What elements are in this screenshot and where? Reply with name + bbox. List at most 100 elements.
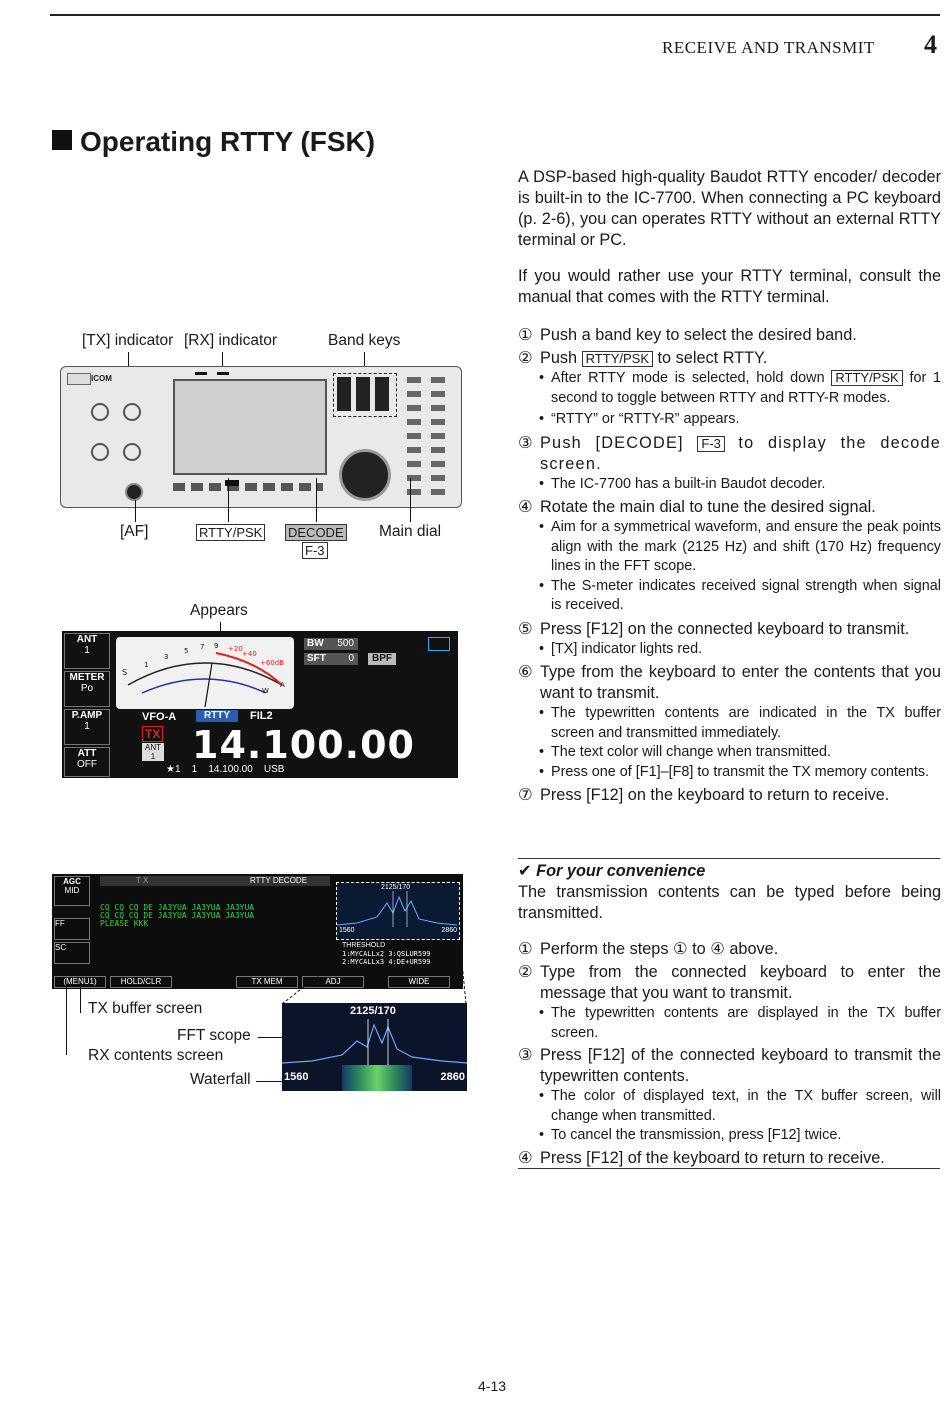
convenience-top-rule bbox=[518, 858, 940, 859]
meter-mark: 7 bbox=[200, 643, 204, 651]
rx-contents-text: CQ CQ CQ DE JA3YUA JA3YUA JA3YUA CQ CQ C… bbox=[100, 903, 255, 928]
leader-line bbox=[258, 1037, 282, 1038]
waterfall-label: Waterfall bbox=[190, 1071, 251, 1088]
step-4-bullet: •Aim for a symmetrical waveform, and ens… bbox=[539, 519, 941, 574]
leader-line bbox=[222, 352, 223, 372]
rtty-psk-key: RTTY/PSK bbox=[581, 351, 653, 367]
zoom-connector bbox=[282, 961, 467, 1005]
knob bbox=[91, 443, 109, 461]
meter-mark: +40 bbox=[242, 650, 257, 658]
convenience-heading: ✔ For your convenience bbox=[518, 862, 706, 880]
waterfall-low: 1560 bbox=[284, 1071, 309, 1083]
step-6-bullet: •Press one of [F1]–[F8] to transmit the … bbox=[539, 763, 930, 780]
rx-contents-label: RX contents screen bbox=[88, 1047, 224, 1064]
convenience-intro: The transmission contents can be typed b… bbox=[518, 883, 941, 922]
decode-label: DECODE bbox=[285, 524, 347, 541]
knob bbox=[123, 443, 141, 461]
knob bbox=[91, 403, 109, 421]
leader-line bbox=[228, 478, 229, 522]
sub-readout: ★1 1 14.100.00 USB bbox=[166, 764, 285, 775]
leader-line bbox=[316, 478, 317, 522]
meter-mark: A bbox=[280, 681, 285, 689]
step-2-bullet: •“RTTY” or “RTTY-R” appears. bbox=[539, 411, 740, 427]
square-bullet-icon bbox=[52, 130, 72, 150]
side-button: FF bbox=[54, 918, 90, 940]
af-knob bbox=[125, 483, 143, 501]
leader-line bbox=[66, 985, 67, 1055]
leader-line bbox=[410, 478, 411, 522]
page-title-text: Operating RTTY (FSK) bbox=[80, 126, 376, 157]
vfo-label: VFO-A bbox=[142, 711, 177, 723]
page-title: Operating RTTY (FSK) bbox=[52, 126, 375, 158]
right-button-column bbox=[431, 377, 445, 497]
side-button: SC bbox=[54, 942, 90, 964]
radio-front-panel: ICOM bbox=[60, 366, 462, 508]
radio-lcd-screen bbox=[173, 379, 327, 475]
tx-indicator-display: TX bbox=[142, 726, 164, 742]
meter-mark: 1 bbox=[144, 661, 148, 669]
convenience-bottom-rule bbox=[518, 1168, 940, 1169]
rtty-psk-label: RTTY/PSK bbox=[196, 524, 266, 541]
meter-mark: +60dB bbox=[260, 659, 284, 667]
power-button bbox=[67, 373, 91, 385]
band-keys-label: Band keys bbox=[328, 332, 401, 349]
step-2-bullet: •After RTTY mode is selected, hold down … bbox=[539, 370, 942, 406]
leader-line bbox=[128, 352, 129, 372]
intro-paragraph: If you would rather use your RTTY termin… bbox=[518, 267, 941, 306]
meter-scale: S 1 3 5 7 9 +20 +40 +60dB W A bbox=[122, 642, 285, 708]
tx-memory-list: 1:MYCALLx2 3:QSLUR599 2:MYCALLx3 4:DE+UR… bbox=[342, 950, 431, 966]
right-button-column bbox=[407, 377, 421, 497]
function-keys-row bbox=[173, 483, 323, 491]
s-meter: S 1 3 5 7 9 +20 +40 +60dB W A bbox=[116, 637, 294, 709]
meter-mark: W bbox=[262, 687, 269, 695]
knob bbox=[123, 403, 141, 421]
meter-mark: 3 bbox=[164, 653, 168, 661]
leader-line bbox=[256, 1081, 282, 1082]
meter-mark: 9 bbox=[214, 642, 218, 650]
conv-step-3-bullet: •The color of displayed text, in the TX … bbox=[539, 1088, 941, 1124]
filter-label: FIL2 bbox=[250, 710, 273, 722]
meter-mark: S bbox=[122, 668, 127, 677]
page-number: 4-13 bbox=[478, 1378, 507, 1394]
icom-logo: ICOM bbox=[91, 374, 112, 383]
wide-button: WIDE bbox=[388, 976, 450, 988]
appears-label: Appears bbox=[190, 602, 248, 619]
fft-scope-small: 2125/170 1560 2860 bbox=[336, 882, 460, 940]
header-section-title: RECEIVE AND TRANSMIT bbox=[662, 38, 875, 57]
meter-mark: +20 bbox=[228, 645, 243, 653]
conv-step-2-bullet: •The typewritten contents are displayed … bbox=[539, 1005, 941, 1041]
main-dial-label: Main dial bbox=[379, 523, 442, 540]
convenience-section: ✔ For your convenience The transmission … bbox=[518, 861, 941, 1169]
step-6-bullet: •The text color will change when transmi… bbox=[539, 744, 831, 760]
rtty-psk-button bbox=[225, 480, 239, 486]
leader-line bbox=[364, 352, 365, 370]
header-rule bbox=[50, 14, 940, 16]
leader-line bbox=[135, 500, 136, 522]
fft-waveform bbox=[282, 1019, 467, 1065]
step-5-bullet: •[TX] indicator lights red. bbox=[539, 640, 703, 657]
step-4-bullet: •The S-meter indicates received signal s… bbox=[539, 577, 941, 614]
waterfall-display bbox=[342, 1065, 412, 1091]
rtty-psk-key: RTTY/PSK bbox=[831, 370, 903, 386]
intro-text: A DSP-based high-quality Baudot RTTY enc… bbox=[518, 167, 941, 308]
decode-title-bar: T X RTTY DECODE bbox=[100, 876, 330, 886]
band-keys bbox=[337, 377, 391, 411]
battery-icon bbox=[428, 637, 450, 651]
leader-line bbox=[80, 985, 81, 1013]
threshold-label: THRESHOLD bbox=[342, 942, 386, 949]
fft-scope-zoom: 2125/170 1560 2860 bbox=[282, 1003, 467, 1091]
